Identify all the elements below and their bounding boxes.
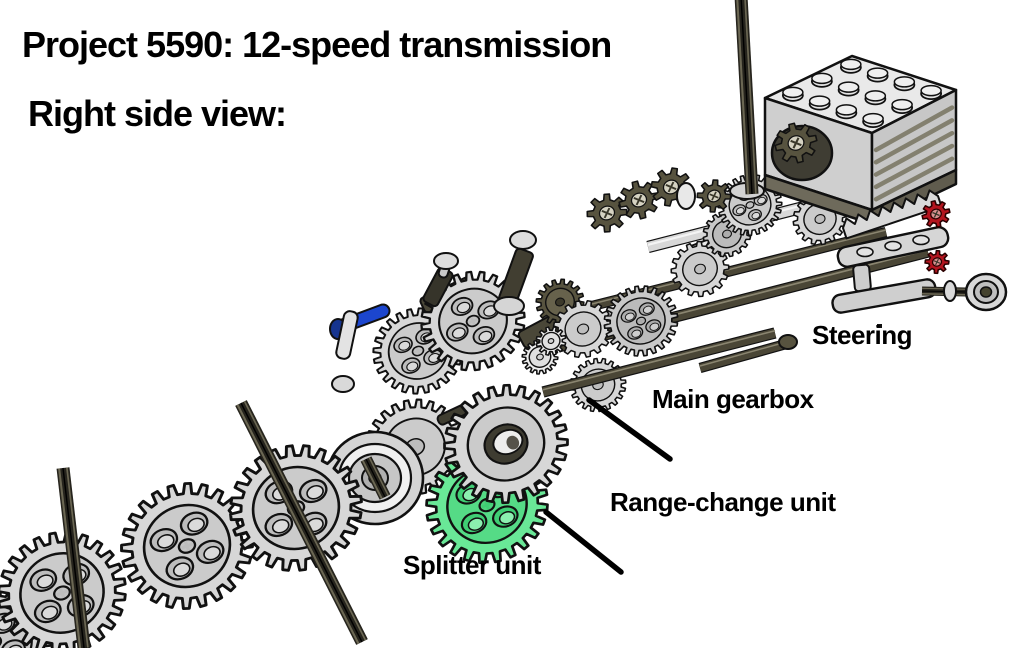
label-main-gearbox: Main gearbox — [652, 384, 814, 414]
label-range-change-unit: Range-change unit — [610, 487, 836, 517]
steering-assembly — [831, 189, 1008, 328]
drive-gear-chain — [0, 398, 466, 648]
splitter-unit-assembly — [329, 270, 569, 565]
label-splitter-unit: Splitter unit — [403, 550, 541, 580]
view-label: Right side view: — [28, 93, 287, 134]
page-title: Project 5590: 12-speed transmission — [22, 24, 612, 65]
main-gearbox-assembly — [535, 167, 930, 398]
leader-lines — [543, 397, 673, 575]
range-change-leader-line — [586, 397, 673, 462]
splitter-leader-line — [543, 509, 624, 575]
steering-column-axle — [734, 0, 759, 195]
label-steering: Steering — [812, 320, 913, 350]
